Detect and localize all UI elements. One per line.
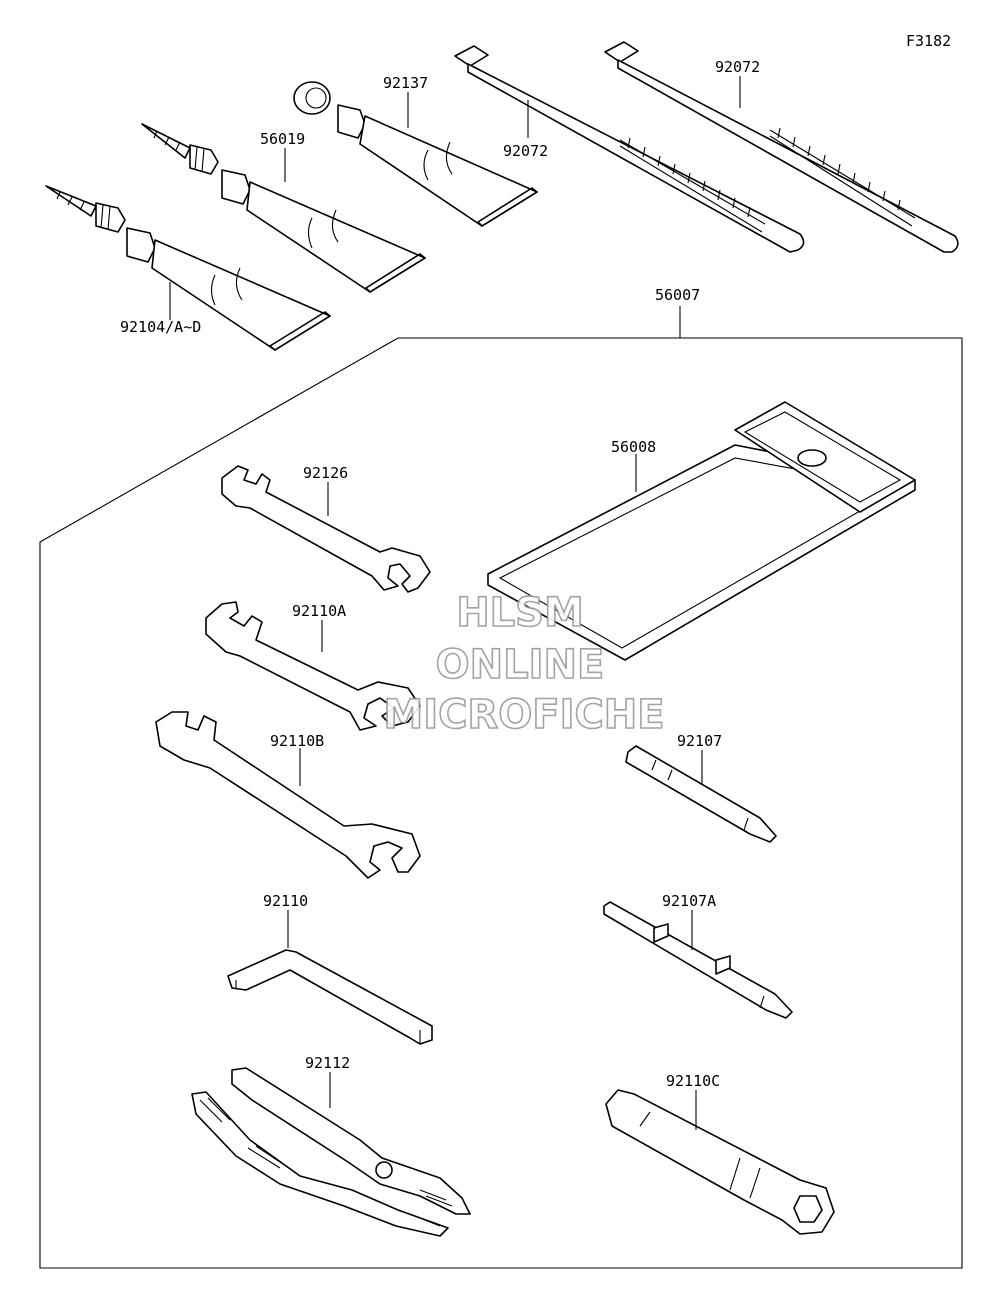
- pliers-icon[interactable]: [191, 1067, 471, 1237]
- label-92110[interactable]: 92110: [263, 892, 308, 910]
- label-92072-right[interactable]: 92072: [715, 58, 760, 76]
- label-92110a[interactable]: 92110A: [292, 602, 346, 620]
- watermark-line-2: ONLINE: [436, 642, 605, 688]
- screwdriver-bit-icon[interactable]: [625, 745, 777, 843]
- label-92126[interactable]: 92126: [303, 464, 348, 482]
- label-56019[interactable]: 56019: [260, 130, 305, 148]
- open-end-wrench-92126-icon[interactable]: [221, 465, 431, 593]
- box-wrench-icon[interactable]: [605, 1089, 835, 1235]
- screwdriver-double-bit-icon[interactable]: [603, 901, 793, 1019]
- label-56008[interactable]: 56008: [611, 438, 656, 456]
- hex-key-icon[interactable]: [227, 949, 433, 1045]
- open-end-wrench-92110a-icon[interactable]: [205, 601, 421, 731]
- tool-pouch-icon[interactable]: [487, 401, 916, 661]
- grease-tube-92137-icon[interactable]: [293, 81, 538, 227]
- label-92137[interactable]: 92137: [383, 74, 428, 92]
- grease-tube-56019-icon[interactable]: [141, 123, 426, 293]
- watermark-line-1: HLSM: [456, 590, 584, 636]
- grease-tube-92104-icon[interactable]: [45, 185, 331, 351]
- figure-code: F3182: [906, 32, 951, 50]
- cable-tie-left-icon[interactable]: [454, 45, 805, 253]
- toolkit-boundary: [39, 337, 963, 1269]
- label-92104[interactable]: 92104/A~D: [120, 318, 201, 336]
- label-56007[interactable]: 56007: [655, 286, 700, 304]
- open-end-wrench-92110b-icon[interactable]: [155, 711, 421, 879]
- label-92110c[interactable]: 92110C: [666, 1072, 720, 1090]
- label-92107a[interactable]: 92107A: [662, 892, 716, 910]
- label-92072-left[interactable]: 92072: [503, 142, 548, 160]
- label-92112[interactable]: 92112: [305, 1054, 350, 1072]
- label-92107[interactable]: 92107: [677, 732, 722, 750]
- cable-tie-right-icon[interactable]: [604, 41, 959, 253]
- label-92110b[interactable]: 92110B: [270, 732, 324, 750]
- watermark-line-3: MICROFICHE: [383, 692, 664, 738]
